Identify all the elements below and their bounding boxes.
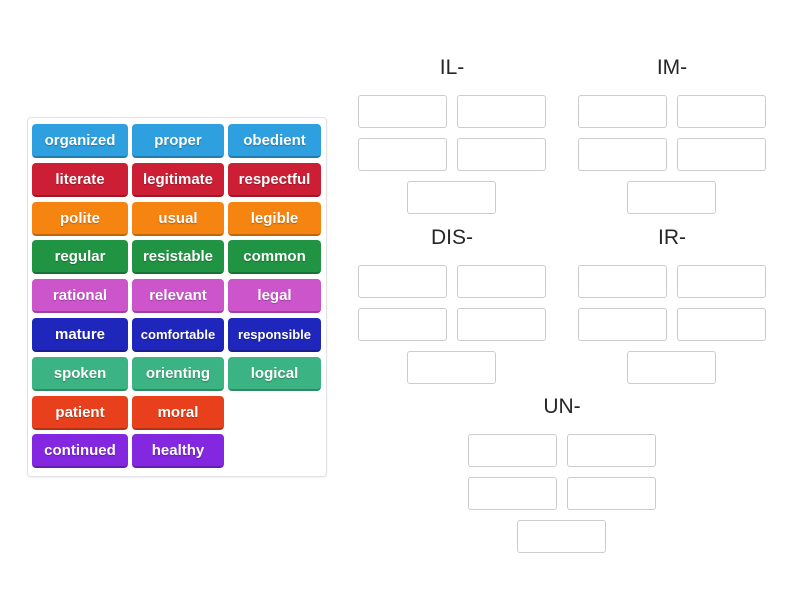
word-tile[interactable]: continued bbox=[32, 434, 128, 469]
word-tile[interactable]: resistable bbox=[132, 240, 224, 275]
drop-slot[interactable] bbox=[358, 265, 447, 298]
drop-slot[interactable] bbox=[468, 477, 557, 510]
drop-slot[interactable] bbox=[677, 95, 766, 128]
drop-slot[interactable] bbox=[627, 181, 716, 214]
prefix-group-title: IR- bbox=[658, 226, 686, 249]
word-tile[interactable]: healthy bbox=[132, 434, 224, 469]
prefix-group: DIS- bbox=[352, 224, 552, 394]
drop-slot[interactable] bbox=[407, 351, 496, 384]
word-tile[interactable]: responsible bbox=[228, 318, 321, 352]
word-tile[interactable]: proper bbox=[132, 124, 224, 158]
word-tile[interactable]: legitimate bbox=[132, 162, 224, 197]
word-tile[interactable]: logical bbox=[228, 356, 321, 391]
prefix-group: IM- bbox=[572, 54, 772, 224]
drop-slot[interactable] bbox=[358, 138, 447, 171]
drop-slot[interactable] bbox=[578, 95, 667, 128]
word-tile[interactable]: mature bbox=[32, 318, 128, 352]
word-tile[interactable]: regular bbox=[32, 240, 128, 275]
word-tile[interactable]: rational bbox=[32, 279, 128, 314]
word-tile[interactable]: relevant bbox=[132, 279, 224, 314]
word-tile[interactable]: spoken bbox=[32, 356, 128, 391]
word-tile[interactable]: legal bbox=[228, 279, 321, 314]
drop-slot[interactable] bbox=[457, 138, 546, 171]
drop-slot[interactable] bbox=[457, 265, 546, 298]
drop-slot[interactable] bbox=[457, 95, 546, 128]
prefix-group-title: UN- bbox=[543, 395, 581, 418]
word-tile[interactable]: organized bbox=[32, 124, 128, 158]
drop-slot[interactable] bbox=[567, 477, 656, 510]
word-tile[interactable]: common bbox=[228, 240, 321, 275]
word-tile[interactable]: literate bbox=[32, 162, 128, 197]
drop-slot[interactable] bbox=[517, 520, 606, 553]
prefix-group: UN- bbox=[462, 393, 662, 563]
prefix-group-title: IL- bbox=[439, 56, 465, 79]
prefix-group: IR- bbox=[572, 224, 772, 394]
drop-slot[interactable] bbox=[627, 351, 716, 384]
word-tile[interactable]: comfortable bbox=[132, 318, 224, 352]
word-tile[interactable]: orienting bbox=[132, 356, 224, 391]
drop-slot[interactable] bbox=[407, 181, 496, 214]
word-tile[interactable]: patient bbox=[32, 395, 128, 430]
word-tile[interactable]: moral bbox=[132, 395, 224, 430]
drop-slot[interactable] bbox=[457, 308, 546, 341]
drop-slot[interactable] bbox=[578, 265, 667, 298]
drop-slot[interactable] bbox=[358, 95, 447, 128]
prefix-group-title: IM- bbox=[656, 56, 688, 79]
drop-slot[interactable] bbox=[677, 265, 766, 298]
word-tile[interactable]: usual bbox=[132, 201, 224, 236]
word-tile[interactable]: obedient bbox=[228, 124, 321, 158]
drop-slot[interactable] bbox=[468, 434, 557, 467]
drop-slot[interactable] bbox=[567, 434, 656, 467]
word-tile[interactable]: polite bbox=[32, 201, 128, 236]
drop-slot[interactable] bbox=[677, 138, 766, 171]
prefix-group-title: DIS- bbox=[431, 226, 473, 249]
drop-slot[interactable] bbox=[578, 308, 667, 341]
word-tile[interactable]: respectful bbox=[228, 162, 321, 197]
drop-slot[interactable] bbox=[677, 308, 766, 341]
word-tile[interactable]: legible bbox=[228, 201, 321, 236]
drop-slot[interactable] bbox=[358, 308, 447, 341]
prefix-group: IL- bbox=[352, 54, 552, 224]
drop-slot[interactable] bbox=[578, 138, 667, 171]
